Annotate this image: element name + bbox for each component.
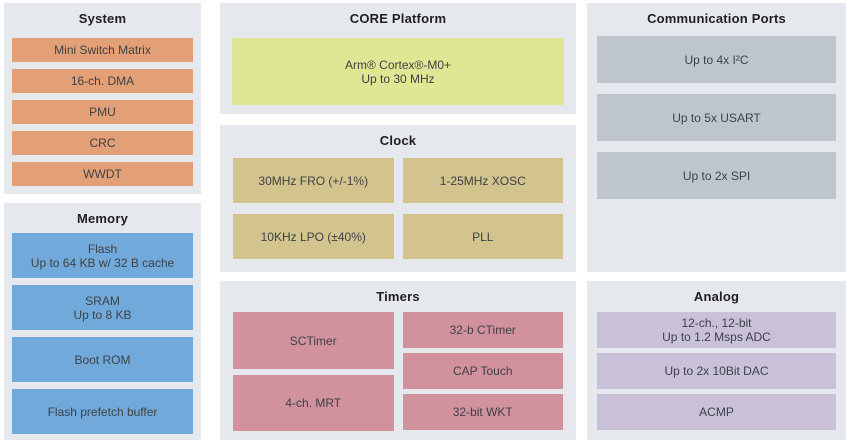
block-pll: PLL (402, 214, 563, 259)
block-spi: Up to 2x SPI (597, 152, 836, 199)
core-platform-panel: CORE Platform Arm® Cortex®-M0+ Up to 30 … (220, 3, 576, 114)
block-sctimer: SCTimer (233, 312, 394, 369)
block-wkt: 32-bit WKT (402, 394, 563, 430)
core-platform-panel-title: CORE Platform (349, 11, 447, 26)
block-pmu: PMU (12, 100, 193, 124)
block-mini-switch-matrix: Mini Switch Matrix (12, 38, 193, 62)
core-platform-blocks: Arm® Cortex®-M0+ Up to 30 MHz (220, 26, 576, 105)
communication-ports-blocks: Up to 4x I²C Up to 5x USART Up to 2x SPI (587, 26, 846, 199)
block-dma: 16-ch. DMA (12, 69, 193, 93)
clock-panel: Clock 30MHz FRO (+/-1%) 1-25MHz XOSC 10K… (220, 125, 576, 272)
block-fro: 30MHz FRO (+/-1%) (233, 158, 394, 203)
block-flash: Flash Up to 64 KB w/ 32 B cache (12, 233, 193, 278)
block-mrt: 4-ch. MRT (233, 375, 394, 431)
block-adc: 12-ch., 12-bit Up to 1.2 Msps ADC (597, 312, 836, 348)
timers-panel: Timers SCTimer 4-ch. MRT 32-b CTimer CAP… (220, 281, 576, 440)
block-cap-touch: CAP Touch (402, 353, 563, 389)
block-arm-cortex-m0plus: Arm® Cortex®-M0+ Up to 30 MHz (232, 38, 564, 105)
block-ctimer: 32-b CTimer (402, 312, 563, 348)
system-panel: System Mini Switch Matrix 16-ch. DMA PMU… (4, 3, 201, 194)
communication-ports-panel-title: Communication Ports (647, 11, 786, 26)
clock-panel-title: Clock (379, 133, 417, 148)
block-boot-rom: Boot ROM (12, 337, 193, 382)
block-lpo: 10KHz LPO (±40%) (233, 214, 394, 259)
block-flash-prefetch-buffer: Flash prefetch buffer (12, 389, 193, 434)
memory-panel-title: Memory (76, 211, 129, 226)
block-usart: Up to 5x USART (597, 94, 836, 141)
clock-blocks: 30MHz FRO (+/-1%) 1-25MHz XOSC 10KHz LPO… (220, 148, 576, 259)
block-i2c: Up to 4x I²C (597, 36, 836, 83)
timers-panel-title: Timers (376, 289, 420, 304)
block-crc: CRC (12, 131, 193, 155)
timers-left-column: SCTimer 4-ch. MRT (233, 312, 394, 431)
block-sram: SRAM Up to 8 KB (12, 285, 193, 330)
timers-blocks: SCTimer 4-ch. MRT 32-b CTimer CAP Touch … (220, 304, 576, 431)
analog-panel-title: Analog (693, 289, 740, 304)
analog-panel: Analog 12-ch., 12-bit Up to 1.2 Msps ADC… (587, 281, 846, 440)
block-dac: Up to 2x 10Bit DAC (597, 353, 836, 389)
block-wwdt: WWDT (12, 162, 193, 186)
block-acmp: ACMP (597, 394, 836, 430)
system-blocks: Mini Switch Matrix 16-ch. DMA PMU CRC WW… (4, 26, 201, 186)
block-xosc: 1-25MHz XOSC (402, 158, 563, 203)
analog-blocks: 12-ch., 12-bit Up to 1.2 Msps ADC Up to … (587, 304, 846, 430)
memory-blocks: Flash Up to 64 KB w/ 32 B cache SRAM Up … (4, 226, 201, 434)
communication-ports-panel: Communication Ports Up to 4x I²C Up to 5… (587, 3, 846, 272)
timers-right-column: 32-b CTimer CAP Touch 32-bit WKT (402, 312, 563, 431)
system-panel-title: System (78, 11, 127, 26)
memory-panel: Memory Flash Up to 64 KB w/ 32 B cache S… (4, 203, 201, 440)
